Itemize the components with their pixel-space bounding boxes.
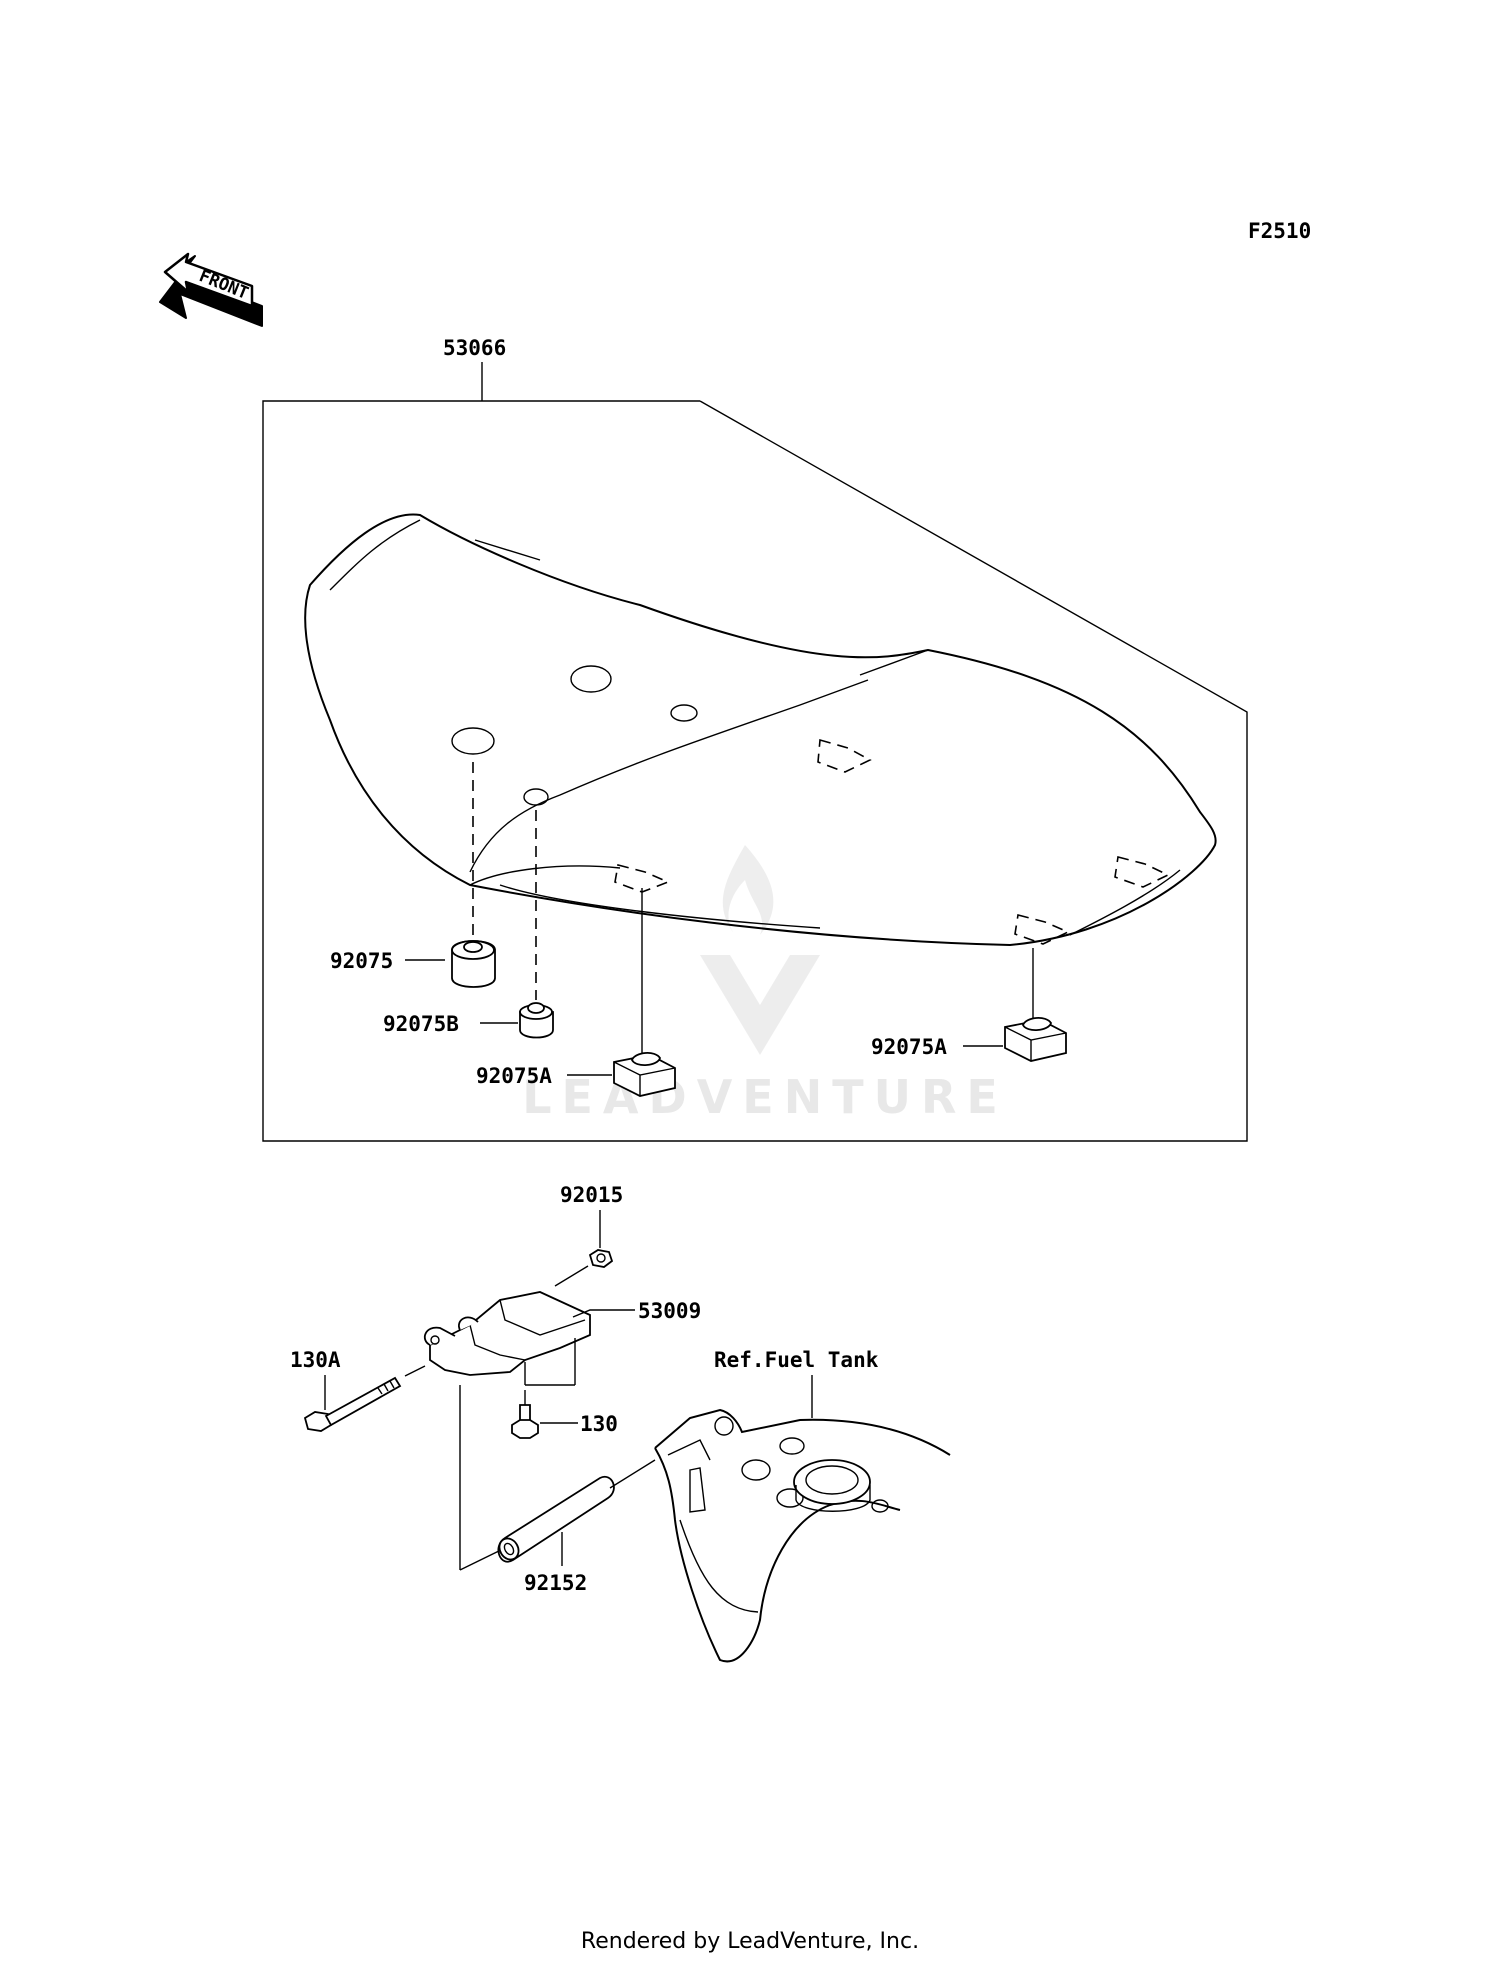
footer-credit: Rendered by LeadVenture, Inc. [581, 1929, 919, 1954]
damper-92075b: 92075B [383, 810, 554, 1039]
watermark-v-icon [700, 955, 820, 1055]
nut-92015: 92015 [554, 1183, 623, 1287]
callout-damper-a-right: 92075A [871, 1035, 947, 1059]
damper-92075: 92075 [330, 762, 496, 988]
bolt-130: 130 [511, 1390, 618, 1439]
callout-seat: 53066 [443, 336, 506, 360]
front-arrow-icon: FRONT [159, 252, 263, 327]
callout-damper-b: 92075B [383, 1012, 459, 1036]
seat-drawing [304, 513, 1217, 947]
callout-nut: 92015 [560, 1183, 623, 1207]
callout-bolt-long: 130A [290, 1348, 341, 1372]
collar-92152: 92152 [459, 1385, 656, 1595]
callout-bolt-short: 130 [580, 1412, 618, 1436]
callout-collar: 92152 [524, 1571, 587, 1595]
damper-92075a-right: 92075A [871, 948, 1067, 1062]
callout-damper: 92075 [330, 949, 393, 973]
callout-damper-a-left: 92075A [476, 1064, 552, 1088]
fuel-tank-reference: Ref.Fuel Tank [654, 1348, 951, 1663]
figure-code: F2510 [1248, 219, 1311, 243]
bolt-130a: 130A [290, 1348, 426, 1432]
seat-assembly-frame: 53066 [262, 336, 1248, 1142]
damper-92075a-left: 92075A [476, 888, 676, 1097]
watermark-flame-icon [722, 845, 774, 935]
watermark-text: LEADVENTURE [522, 1070, 1008, 1124]
watermark: LEADVENTURE [522, 845, 1008, 1124]
callout-bracket: 53009 [638, 1299, 701, 1323]
reference-label: Ref.Fuel Tank [714, 1348, 879, 1372]
bracket-53009: 53009 [423, 1291, 701, 1386]
